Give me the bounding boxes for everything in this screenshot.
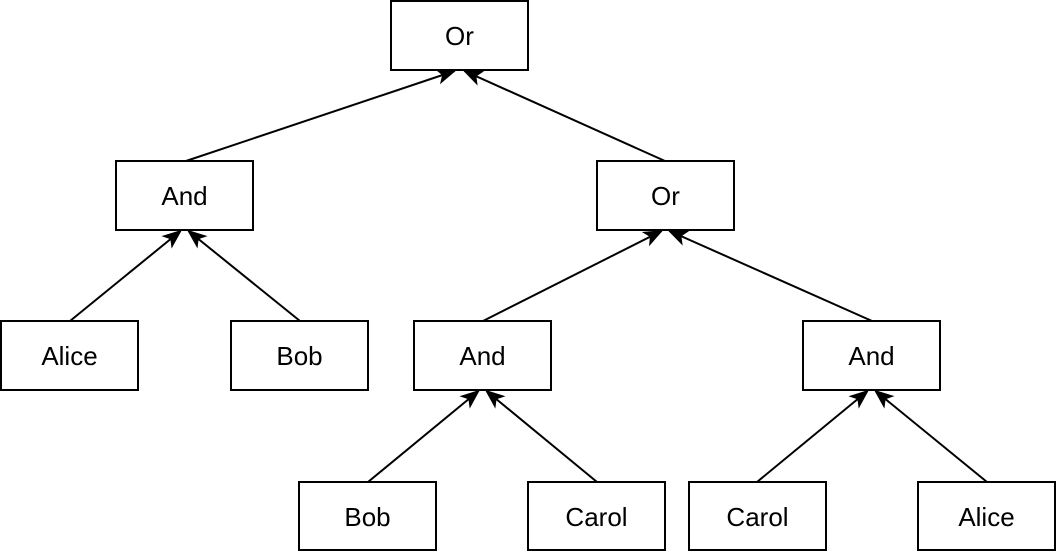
edge-arrow-and_left-to-root [185, 69, 457, 162]
node-alice-2: Alice [917, 481, 1056, 551]
edge-arrow-carol_1-to-and_mid [484, 389, 598, 483]
edge-arrow-alice_2-to-and_right [873, 389, 988, 483]
node-root-or: Or [390, 0, 529, 71]
node-label: Bob [276, 341, 322, 371]
node-label: Carol [726, 502, 788, 532]
node-and-left: And [115, 160, 254, 231]
edge-arrow-carol_2-to-and_right [756, 389, 870, 483]
node-bob-1: Bob [230, 320, 369, 391]
node-label: Or [445, 21, 474, 51]
edge-arrow-bob_1-to-and_left [186, 229, 301, 322]
node-alice-1: Alice [0, 320, 139, 391]
edge-arrow-or_right-to-root [462, 70, 666, 162]
node-label: Or [651, 181, 680, 211]
node-or-right: Or [596, 160, 735, 231]
node-carol-2: Carol [688, 481, 827, 551]
edges-layer [69, 69, 988, 483]
node-and-mid: And [413, 320, 552, 391]
edge-arrow-and_right-to-or_right [667, 230, 873, 322]
node-label: Carol [565, 502, 627, 532]
node-label: And [161, 181, 207, 211]
edge-arrow-alice_1-to-and_left [69, 229, 183, 322]
edge-arrow-bob_2-to-and_mid [367, 389, 481, 483]
edge-arrow-and_mid-to-or_right [482, 230, 664, 322]
node-label: And [459, 341, 505, 371]
node-and-right: And [802, 320, 941, 391]
node-label: Alice [958, 502, 1014, 532]
node-label: Bob [344, 502, 390, 532]
node-label: Alice [41, 341, 97, 371]
node-bob-2: Bob [298, 481, 437, 551]
node-carol-1: Carol [527, 481, 666, 551]
node-label: And [848, 341, 894, 371]
